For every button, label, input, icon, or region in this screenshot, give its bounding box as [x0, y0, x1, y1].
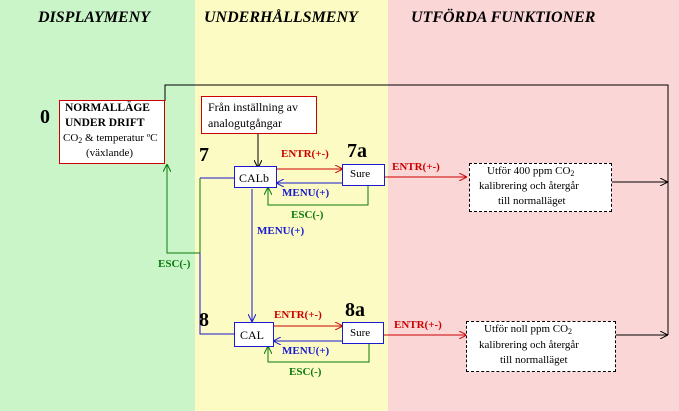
function-box-bottom: Utför noll ppm CO2 kalibrering och återg… [466, 321, 616, 372]
function-bottom-line3: till normalläget [500, 354, 568, 366]
sure-top-label: Sure [350, 168, 371, 180]
cal-label: CAL [240, 328, 264, 342]
function-top-line3: till normalläget [498, 195, 566, 207]
step-number-8: 8 [199, 309, 209, 331]
entr-func-top-label: ENTR(+-) [392, 161, 440, 173]
sure-box-bottom: Sure [342, 322, 384, 344]
normal-mode-values: CO2 & temperatur ºC [63, 132, 158, 145]
entr-8-label: ENTR(+-) [274, 309, 322, 321]
calb-box: CALb [234, 166, 277, 188]
esc-left-label: ESC(-) [158, 258, 191, 270]
normal-mode-alternating: (växlande) [86, 147, 134, 159]
esc-8-label: ESC(-) [289, 366, 322, 378]
menu-8-label: MENU(+) [282, 345, 330, 357]
function-bottom-line1: Utför noll ppm CO2 [484, 323, 573, 336]
function-top-line2: kalibrering och återgår [479, 180, 579, 192]
esc-8-path [268, 344, 370, 363]
normal-mode-title: NORMALLÄGE [65, 102, 150, 114]
function-bottom-line2: kalibrering och återgår [479, 339, 579, 351]
esc-7-label: ESC(-) [291, 209, 324, 221]
normal-mode-subtitle: UNDER DRIFT [65, 117, 145, 129]
menu-mid-label: MENU(+) [257, 225, 305, 237]
function-box-top: Utför 400 ppm CO2 kalibrering och återgå… [469, 163, 612, 212]
display-menu-header: DISPLAYMENY [38, 9, 151, 26]
step-number-0: 0 [40, 106, 50, 128]
cal-box: CAL [234, 322, 274, 347]
return-path-top [164, 84, 669, 182]
display-menu-panel [0, 0, 195, 411]
entr-func-bottom-label: ENTR(+-) [394, 319, 442, 331]
service-menu-header: UNDERHÅLLSMENY [204, 9, 358, 26]
functions-header: UTFÖRDA FUNKTIONER [411, 9, 596, 26]
step-number-8a: 8a [345, 299, 365, 321]
function-top-line1: Utför 400 ppm CO2 [487, 165, 575, 178]
normal-mode-box: NORMALLÄGE UNDER DRIFT CO2 & temperatur … [59, 100, 165, 164]
entr-7-label: ENTR(+-) [281, 148, 329, 160]
menu-7-label: MENU(+) [282, 187, 330, 199]
analog-output-box: Från inställning av analogutgångar [201, 96, 317, 134]
esc-7-path [268, 186, 369, 206]
calb-label: CALb [239, 171, 269, 185]
sure-bottom-label: Sure [350, 327, 371, 339]
esc-left-path [167, 165, 201, 254]
analog-output-line1: Från inställning av [208, 100, 298, 114]
cal-bracket-line [199, 253, 234, 335]
sure-box-top: Sure [342, 164, 385, 186]
step-number-7a: 7a [347, 140, 367, 162]
analog-output-line2: analogutgångar [208, 116, 282, 130]
step-number-7: 7 [199, 144, 209, 166]
